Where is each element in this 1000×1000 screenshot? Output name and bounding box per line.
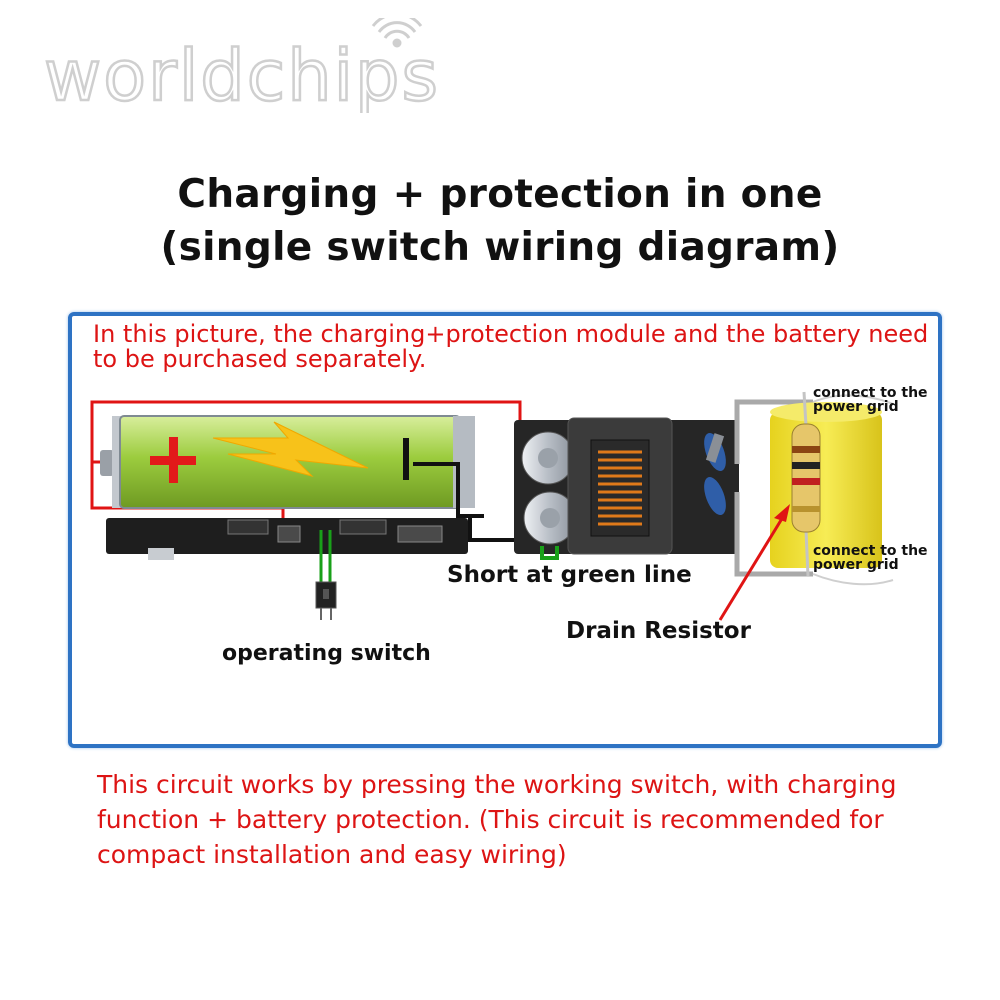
switch-wires <box>319 530 332 582</box>
zvs-driver-board <box>514 417 739 555</box>
red-arrow-icon <box>718 504 790 621</box>
circuit-description: This circuit works by pressing the worki… <box>97 770 897 869</box>
svg-text:worldchips: worldchips <box>44 35 440 113</box>
grid-wires <box>734 399 813 577</box>
protection-board <box>106 518 468 560</box>
wiring-diagram <box>90 391 894 621</box>
grid-connection-label-top: connect to the power grid <box>813 385 928 415</box>
page-title-line-1: Charging + protection in one <box>177 172 823 217</box>
minus-sign-icon <box>403 438 409 480</box>
lightning-bolt-icon <box>212 421 369 477</box>
usb-port <box>148 548 174 560</box>
short-green-line-label: Short at green line <box>447 562 692 588</box>
grid-connection-label-bottom: connect to the power grid <box>813 543 928 573</box>
drain-resistor <box>791 391 821 577</box>
plus-sign-icon <box>150 437 196 483</box>
worldchips-logo: worldchips <box>43 18 440 113</box>
purchase-note: In this picture, the charging+protection… <box>93 320 929 373</box>
page-title-line-2: (single switch wiring diagram) <box>160 225 840 270</box>
operating-switch-label: operating switch <box>222 641 431 666</box>
battery <box>100 415 475 509</box>
red-wire <box>90 400 522 528</box>
green-short-wire <box>540 546 559 560</box>
drain-resistor-label: Drain Resistor <box>566 618 751 644</box>
diagram-frame <box>68 312 942 748</box>
copper-coil <box>598 450 642 526</box>
black-wire-2 <box>458 514 516 542</box>
wifi-icon <box>371 18 423 48</box>
